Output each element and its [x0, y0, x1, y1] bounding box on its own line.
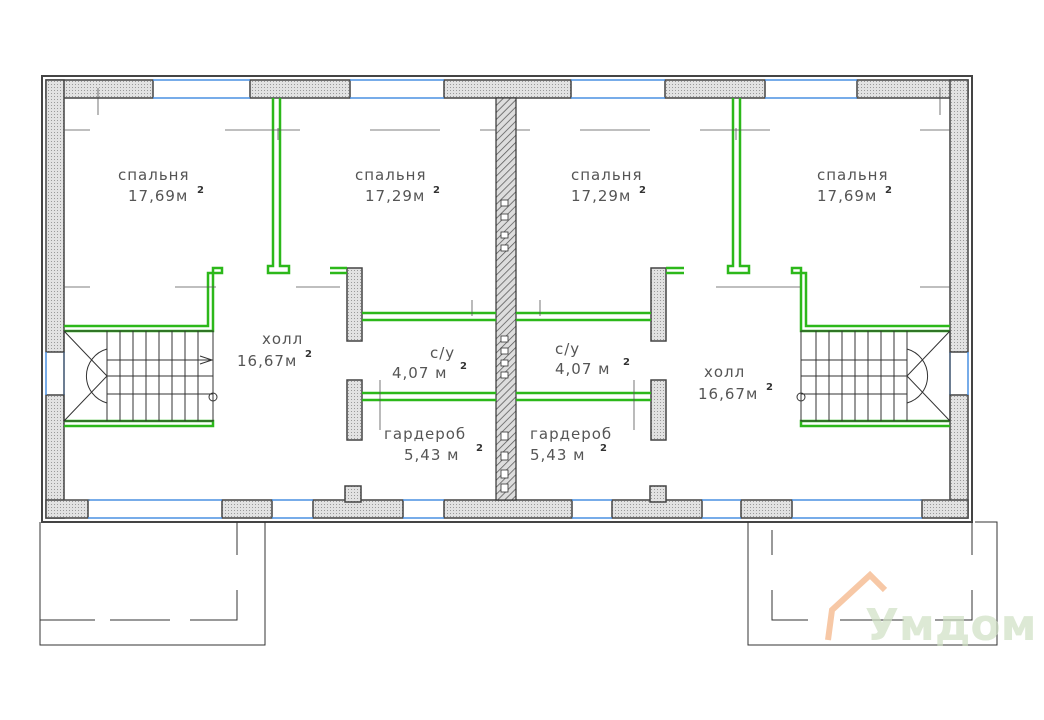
room-bedroom-1: спальня 17,69м 2 [118, 166, 204, 205]
room-name: гардероб [384, 425, 466, 443]
room-name: с/у [430, 344, 455, 362]
room-area: 17,69м [817, 187, 877, 205]
room-name: спальня [817, 166, 889, 184]
area-superscript: 2 [476, 443, 483, 454]
room-area: 5,43 м [530, 446, 585, 464]
room-wardrobe-2: гардероб 5,43 м 2 [530, 425, 612, 464]
area-superscript: 2 [197, 185, 204, 196]
room-area: 4,07 м [392, 364, 447, 382]
staircase-right [796, 330, 951, 422]
area-superscript: 2 [766, 382, 773, 393]
staircase-left [63, 330, 218, 422]
area-superscript: 2 [433, 185, 440, 196]
area-superscript: 2 [639, 185, 646, 196]
area-superscript: 2 [623, 357, 630, 368]
dimension-lines [64, 88, 950, 501]
room-name: спальня [355, 166, 427, 184]
room-area: 17,29м [571, 187, 631, 205]
room-area: 17,69м [128, 187, 188, 205]
watermark-text: Умдом [865, 600, 1037, 651]
room-name: холл [704, 363, 745, 381]
room-area: 4,07 м [555, 360, 610, 378]
room-bedroom-3: спальня 17,29м 2 [571, 166, 646, 205]
room-area: 16,67м [237, 352, 297, 370]
exterior-walls [41, 75, 973, 523]
room-bathroom-1: с/у 4,07 м 2 [392, 344, 467, 382]
room-labels: спальня 17,69м 2 спальня 17,29м 2 спальня 17,… [118, 166, 892, 464]
piers [346, 267, 667, 441]
room-bedroom-2: спальня 17,29м 2 [355, 166, 440, 205]
area-superscript: 2 [460, 361, 467, 372]
area-superscript: 2 [600, 443, 607, 454]
room-area: 17,29м [365, 187, 425, 205]
partitions [64, 98, 950, 428]
room-wardrobe-1: гардероб 5,43 м 2 [384, 425, 483, 464]
room-name: холл [262, 330, 303, 348]
room-area: 16,67м [698, 385, 758, 403]
room-name: спальня [571, 166, 643, 184]
room-hall-1: холл 16,67м 2 [237, 330, 312, 370]
room-area: 5,43 м [404, 446, 459, 464]
area-superscript: 2 [885, 185, 892, 196]
area-superscript: 2 [305, 349, 312, 360]
room-bathroom-2: с/у 4,07 м 2 [555, 340, 630, 378]
room-hall-2: холл 16,67м 2 [698, 363, 773, 403]
balconies [39, 521, 998, 646]
party-wall [495, 97, 517, 501]
watermark-logo: Умдом [825, 570, 1037, 651]
room-name: гардероб [530, 425, 612, 443]
room-name: с/у [555, 340, 580, 358]
room-name: спальня [118, 166, 190, 184]
room-bedroom-4: спальня 17,69м 2 [817, 166, 892, 205]
